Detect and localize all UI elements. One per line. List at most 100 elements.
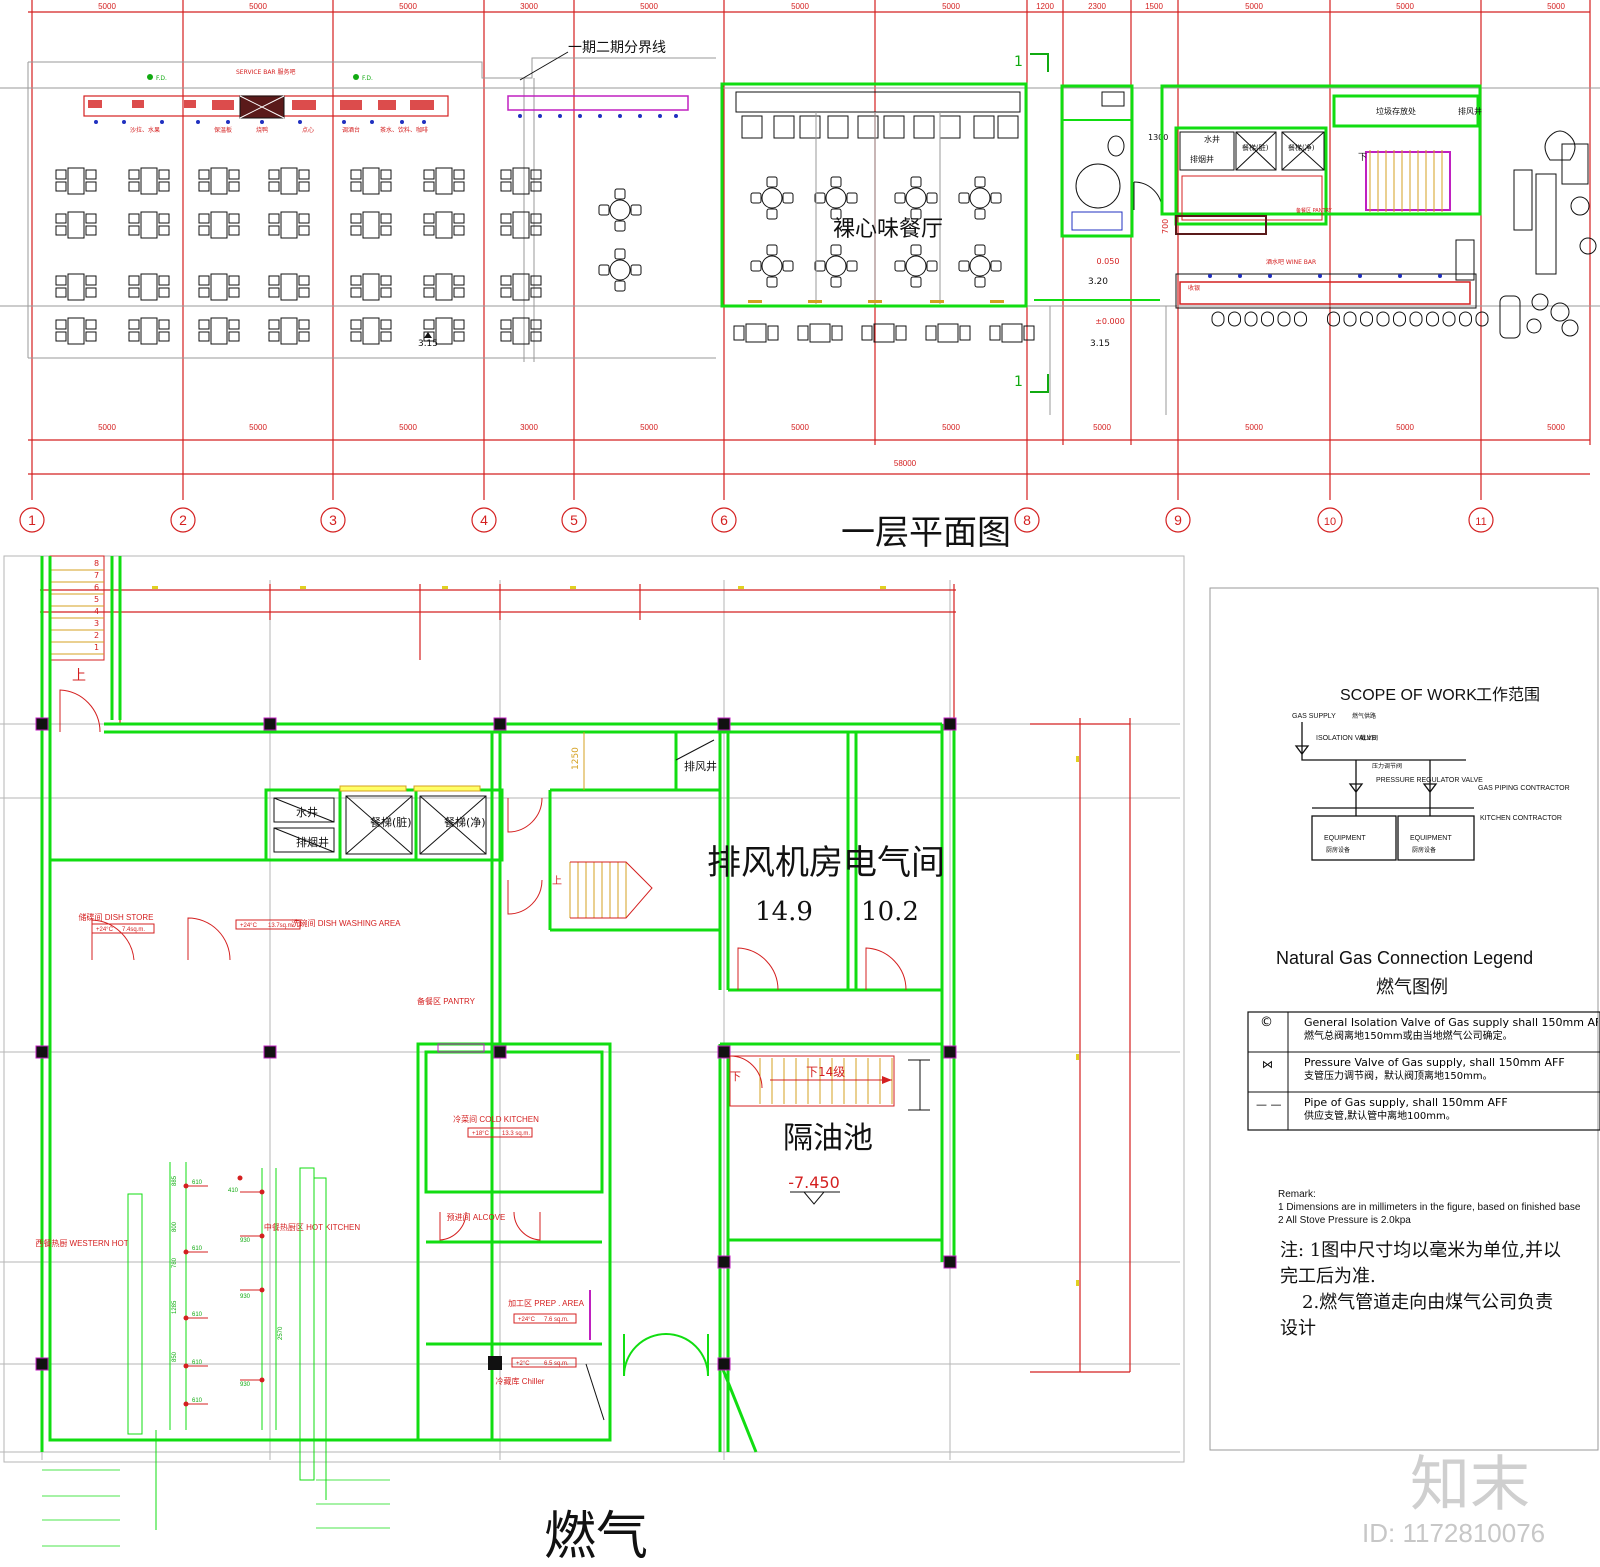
bar-stool bbox=[1343, 311, 1357, 327]
svg-text:13.3 sq.m.: 13.3 sq.m. bbox=[502, 1131, 530, 1137]
table bbox=[210, 167, 228, 195]
table bbox=[435, 317, 453, 345]
svg-text:+24°C: +24°C bbox=[518, 1317, 536, 1323]
svg-text:水井: 水井 bbox=[1204, 134, 1220, 144]
column bbox=[717, 1045, 731, 1059]
svg-text:1200: 1200 bbox=[1036, 2, 1054, 11]
column bbox=[943, 1045, 957, 1059]
svg-text:850: 850 bbox=[172, 1351, 178, 1362]
svg-text:5000: 5000 bbox=[640, 2, 658, 11]
area-1: 14.9 bbox=[755, 897, 813, 927]
round-table bbox=[609, 199, 631, 221]
legend-row-isolation: General Isolation Valve of Gas supply sh… bbox=[1304, 1016, 1598, 1042]
service-bar-label: SERVICE BAR 服务吧 bbox=[236, 68, 296, 76]
plan1-dims-top: 5000 5000 5000 3000 5000 5000 5000 1200 … bbox=[98, 2, 1565, 11]
legend-symbol-isolation: © bbox=[1260, 1015, 1273, 1030]
svg-text:餐梯(净): 餐梯(净) bbox=[444, 815, 486, 829]
svg-text:5000: 5000 bbox=[98, 423, 116, 432]
svg-text:KITCHEN CONTRACTOR: KITCHEN CONTRACTOR bbox=[1480, 815, 1562, 822]
svg-text:5000: 5000 bbox=[1245, 2, 1263, 11]
stair-lower: 下 下14级 bbox=[729, 1055, 930, 1111]
svg-text:预进间 ALCOVE: 预进间 ALCOVE bbox=[447, 1212, 506, 1222]
svg-text:1500: 1500 bbox=[1145, 2, 1163, 11]
plan1-buffet-counter: F.D. F.D. SERVICE BAR 服务吧 沙拉、水果 保温板 烧鸭 点… bbox=[83, 68, 689, 134]
svg-text:930: 930 bbox=[240, 1382, 251, 1388]
svg-text:3: 3 bbox=[94, 619, 99, 628]
area-2: 10.2 bbox=[861, 897, 919, 927]
gas-pipework: 610 610 610 610 610 930 930 930 410 885 … bbox=[42, 1162, 390, 1547]
table bbox=[512, 317, 530, 345]
svg-text:ISOLATION VALVE: ISOLATION VALVE bbox=[1316, 735, 1377, 742]
svg-text:+24°C: +24°C bbox=[96, 927, 114, 933]
svg-text:+2°C: +2°C bbox=[516, 1361, 530, 1367]
svg-text:5000: 5000 bbox=[942, 423, 960, 432]
table bbox=[140, 273, 158, 301]
svg-text:7.6 sq.m.: 7.6 sq.m. bbox=[544, 1317, 569, 1323]
svg-text:备餐区 PANTRY: 备餐区 PANTRY bbox=[1296, 207, 1333, 214]
svg-text:610: 610 bbox=[192, 1180, 203, 1186]
svg-text:4: 4 bbox=[94, 607, 99, 616]
svg-text:6: 6 bbox=[720, 512, 728, 528]
table bbox=[140, 317, 158, 345]
svg-text:加工区 PREP . AREA: 加工区 PREP . AREA bbox=[508, 1298, 585, 1308]
phase-line: 一期二期分界线 bbox=[519, 40, 666, 81]
svg-text:一期二期分界线: 一期二期分界线 bbox=[568, 40, 666, 56]
svg-text:1: 1 bbox=[1014, 54, 1023, 70]
svg-text:3000: 3000 bbox=[520, 423, 538, 432]
bar-stool bbox=[1360, 311, 1373, 327]
plan2-gas-plan: 87 65 43 21 上 bbox=[0, 555, 1185, 1567]
svg-text:餐梯(脏): 餐梯(脏) bbox=[370, 815, 412, 829]
scope-title-cn: 工作范围 bbox=[1476, 685, 1540, 704]
svg-text:上: 上 bbox=[72, 668, 86, 684]
plan1-grid-bubbles: 1 2 3 4 5 6 8 9 10 11 bbox=[19, 507, 1494, 533]
table bbox=[937, 323, 959, 343]
svg-text:下: 下 bbox=[730, 1070, 741, 1083]
svg-text:780: 780 bbox=[172, 1257, 178, 1268]
kitchen-labels: 储碟间 DISH STORE +24°C 7.4sq.m. 洗碗间 DISH W… bbox=[35, 912, 584, 1386]
svg-text:点心: 点心 bbox=[302, 126, 314, 134]
legend-row-pipe: Pipe of Gas supply, shall 150mm AFF 供应支管… bbox=[1304, 1096, 1508, 1122]
svg-text:5000: 5000 bbox=[1093, 423, 1111, 432]
svg-text:8: 8 bbox=[94, 559, 99, 568]
plan1-dims-bottom: 5000 5000 5000 3000 5000 5000 5000 5000 … bbox=[98, 423, 1565, 468]
svg-text:1: 1 bbox=[94, 643, 99, 652]
svg-text:酒水吧 WINE BAR: 酒水吧 WINE BAR bbox=[1266, 258, 1316, 266]
round-table bbox=[905, 187, 927, 209]
grease-trap-label: 隔油池 bbox=[783, 1121, 873, 1156]
dim-700: 700 bbox=[1161, 219, 1170, 234]
legend-symbol-pressure: ⋈ bbox=[1262, 1058, 1273, 1071]
table bbox=[435, 211, 453, 239]
svg-text:800: 800 bbox=[172, 1221, 178, 1232]
bar-stool bbox=[1294, 311, 1307, 327]
restaurant-name: 裸心味餐厅 bbox=[833, 217, 943, 242]
svg-text:燃气供路: 燃气供路 bbox=[1352, 712, 1376, 720]
svg-text:调酒台: 调酒台 bbox=[342, 126, 360, 134]
bar-stool bbox=[1244, 311, 1258, 327]
svg-text:5000: 5000 bbox=[249, 423, 267, 432]
svg-text:610: 610 bbox=[192, 1312, 203, 1318]
svg-text:5000: 5000 bbox=[1396, 2, 1414, 11]
svg-text:4: 4 bbox=[480, 512, 488, 528]
plan1-title: 一层平面图 bbox=[841, 513, 1011, 553]
svg-text:厨房设备: 厨房设备 bbox=[1326, 846, 1350, 854]
svg-text:610: 610 bbox=[192, 1360, 203, 1366]
lounge-furniture bbox=[1499, 130, 1597, 339]
svg-text:5000: 5000 bbox=[942, 2, 960, 11]
svg-text:冷藏库 Chiller: 冷藏库 Chiller bbox=[496, 1376, 545, 1386]
restaurant-room: 裸心味餐厅 bbox=[720, 82, 1028, 308]
table bbox=[362, 211, 380, 239]
table bbox=[67, 167, 85, 195]
column bbox=[263, 717, 277, 731]
table bbox=[745, 323, 767, 343]
elev-value-2: 3.15 bbox=[1090, 339, 1110, 349]
bar-stool bbox=[1475, 311, 1489, 327]
svg-text:58000: 58000 bbox=[894, 459, 917, 468]
table bbox=[512, 167, 530, 195]
svg-text:9: 9 bbox=[1174, 512, 1182, 528]
bar-stool bbox=[1327, 311, 1340, 327]
elev-label-2: ±0.000 bbox=[1095, 317, 1125, 326]
elev-label-1: 0.050 bbox=[1097, 257, 1120, 266]
svg-text:610: 610 bbox=[192, 1246, 203, 1252]
svg-text:餐梯(净): 餐梯(净) bbox=[1288, 143, 1315, 152]
svg-text:3000: 3000 bbox=[520, 2, 538, 11]
